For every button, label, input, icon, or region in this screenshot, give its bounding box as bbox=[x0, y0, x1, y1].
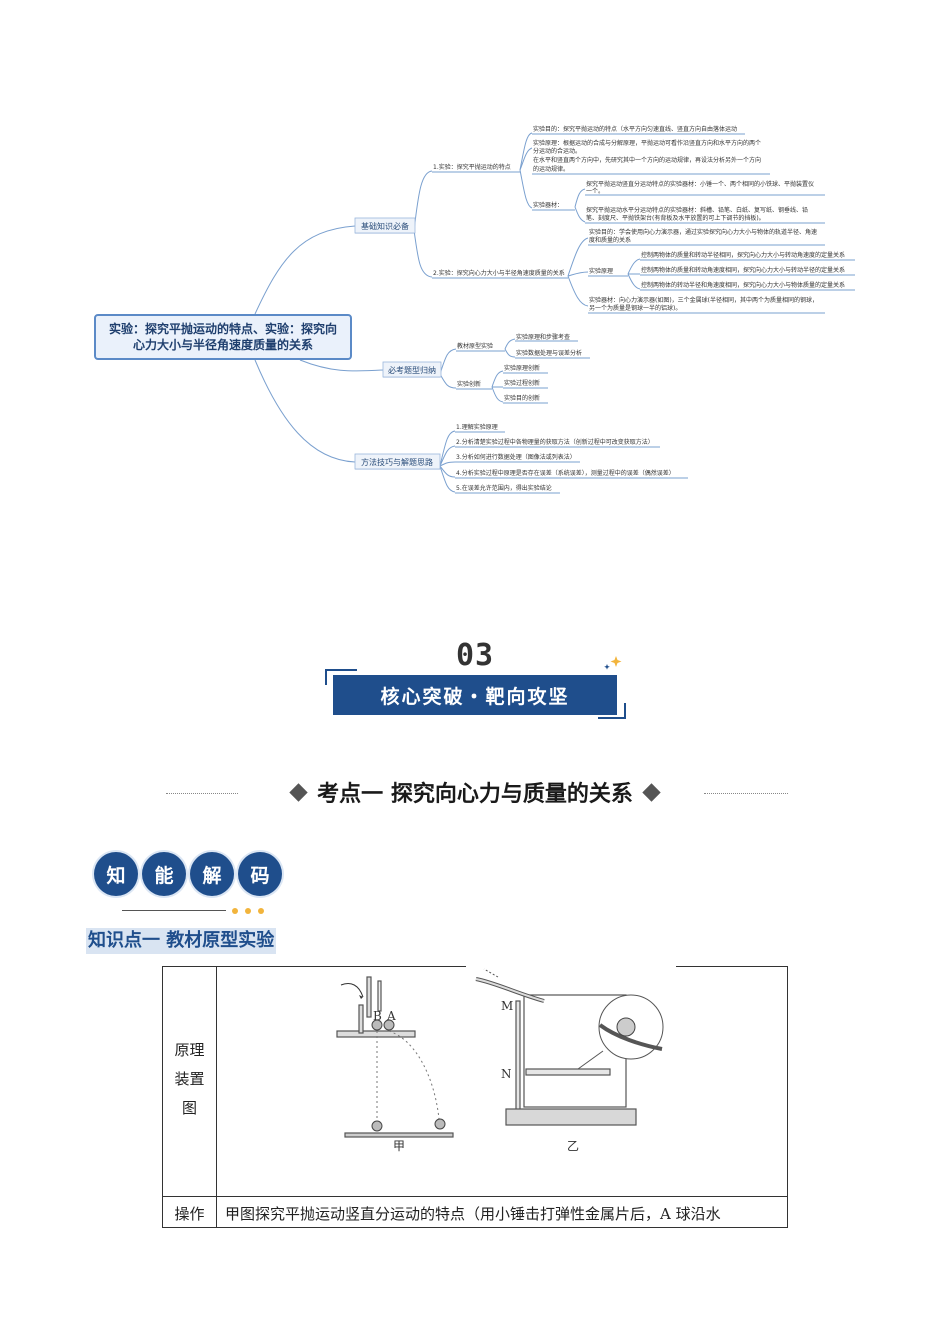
exp2-principle-label: 实验原理 bbox=[589, 267, 613, 275]
diamond-icon bbox=[289, 782, 308, 802]
exp1-equip-label: 实验器材： bbox=[533, 201, 563, 209]
branch-basics: 基础知识必备 bbox=[361, 221, 409, 231]
kp-rule-right bbox=[704, 793, 788, 794]
branch-methods: 方法技巧与解题思路 bbox=[361, 457, 433, 467]
method-1: 1.理解实验原理 bbox=[456, 423, 498, 431]
badge-zhi: 知 bbox=[94, 852, 138, 896]
row1-label-2: 装置 bbox=[174, 1070, 205, 1088]
figure-a-apparatus bbox=[336, 976, 454, 1138]
exp2-equip-a: 实验器材：向心力演示器(如图)，三个金属球(半径相同，其中两个为质量相同的钢球， bbox=[589, 296, 818, 304]
type-textbook-1: 实验原理和步骤考查 bbox=[516, 333, 570, 341]
banner-corner-br bbox=[598, 703, 626, 719]
type-innovation: 实验创新 bbox=[457, 380, 481, 388]
method-3: 3.分析如何进行数据处理（图像法或列表法） bbox=[456, 453, 576, 461]
method-4: 4.分析实验过程中原理是否存在误差（系统误差），测量过程中的误差（偶然误差） bbox=[456, 469, 675, 477]
type-textbook: 教材原型实验 bbox=[457, 342, 493, 350]
method-5: 5.在误差允许范围内，得出实验结论 bbox=[456, 484, 552, 492]
type-textbook-2: 实验数据处理与误差分析 bbox=[516, 349, 582, 357]
exp1-principle-4: 的运动规律。 bbox=[533, 165, 569, 173]
exp1-equip-1b: 一个。 bbox=[586, 188, 604, 195]
operation-text: 甲图探究平抛运动竖直分运动的特点（用小锤击打弹性金属片后，A 球沿水 bbox=[225, 1205, 721, 1223]
mind-map-root: 实验：探究平抛运动的特点、实验：探究向心力大小与半径角速度质量的关系 bbox=[94, 314, 352, 360]
type-innovation-2: 实验过程创新 bbox=[504, 379, 540, 387]
dot-icon bbox=[232, 908, 238, 914]
branch-question-types: 必考题型归纳 bbox=[388, 365, 436, 375]
fig-b-caption: 乙 bbox=[567, 1139, 580, 1153]
exp1-principle-3: 在水平和竖直两个方向中，先研究其中一个方向的运动规律，再设法分析另外一个方向 bbox=[533, 156, 761, 164]
exp1-purpose: 实验目的：探究平抛运动的特点（水平方向匀速直线、竖直方向自由落体运动 bbox=[533, 125, 737, 133]
knowledge-point-title: 知识点一 教材原型实验 bbox=[86, 928, 277, 954]
banner-corner-tl bbox=[325, 669, 357, 685]
badge-neng: 能 bbox=[142, 852, 186, 896]
type-innovation-3: 实验目的创新 bbox=[504, 394, 540, 402]
dot-icon bbox=[245, 908, 251, 914]
exp1-equip-2b: 笔、刻度尺、平抛铁架台(有背板及水平放置的可上下调节的挡板)。 bbox=[586, 214, 765, 222]
figure-b-apparatus bbox=[466, 965, 676, 1126]
fig-a-caption: 甲 bbox=[393, 1139, 406, 1153]
exp1-label: 1.实验：探究平抛运动的特点 bbox=[433, 163, 511, 171]
badge-ma: 码 bbox=[238, 852, 282, 896]
badge-jie: 解 bbox=[190, 852, 234, 896]
section-banner-label: 核心突破・靶向攻坚 bbox=[380, 685, 570, 708]
type-innovation-1: 实验原理创新 bbox=[504, 364, 540, 372]
row1-label-1: 原理 bbox=[174, 1041, 205, 1059]
key-point-title-text: 考点一 探究向心力与质量的关系 bbox=[317, 782, 633, 807]
section-banner: 核心突破・靶向攻坚 bbox=[333, 675, 617, 715]
mind-map-root-label: 实验：探究平抛运动的特点、实验：探究向心力大小与半径角速度质量的关系 bbox=[108, 322, 337, 352]
exp2-principle-1: 控制两物体的质量和转动半径相同，探究向心力大小与转动角速度的定量关系 bbox=[641, 251, 845, 259]
exp2-principle-3: 控制两物体的转动半径和角速度相同，探究向心力大小与物体质量的定量关系 bbox=[641, 281, 845, 289]
key-point-title: 考点一 探究向心力与质量的关系 bbox=[240, 776, 710, 808]
method-2: 2.分析清楚实验过程中各物理量的获取方法（创新过程中可改变获取方法） bbox=[456, 438, 654, 446]
exp1-principle-1: 实验原理：根据运动的合成与分解原理，平抛运动可看作沿竖直方向和水平方向的两个 bbox=[533, 139, 761, 147]
dot-icon bbox=[258, 908, 264, 914]
fig-b-label-m: M bbox=[501, 999, 514, 1013]
exp2-purpose-b: 度和质量的关系 bbox=[589, 236, 631, 244]
row2-label: 操作 bbox=[174, 1205, 205, 1223]
exp2-purpose-a: 实验目的：学会使用向心力演示器，通过实验探究向心力大小与物体的轨道半径、角速 bbox=[589, 228, 817, 236]
exp2-label: 2.实验：探究向心力大小与半径角速度质量的关系 bbox=[433, 269, 565, 277]
fig-b-label-n: N bbox=[501, 1067, 512, 1081]
diamond-icon bbox=[642, 782, 661, 802]
row1-label-3: 图 bbox=[181, 1099, 197, 1117]
exp1-equip-1a: 探究平抛运动竖直分运动特点的实验器材：小锤一个、两个相同的小铁球、平抛装置仪 bbox=[586, 180, 814, 188]
section-number: 03 bbox=[455, 638, 495, 673]
experiment-table: 原理 装置 图 操作 甲图探究平抛运动竖直分运动的特点（用小锤击打弹性金属片后，… bbox=[162, 965, 788, 1228]
exp2-equip-b: 另一个为质量是钢球一半的铝球)。 bbox=[589, 304, 681, 312]
mind-map: 基础知识必备 必考题型归纳 方法技巧与解题思路 1.实验：探究平抛运动的特点 实… bbox=[254, 125, 855, 494]
fig-a-label-b: B bbox=[373, 1009, 382, 1023]
badge-underline bbox=[122, 910, 226, 911]
exp2-principle-2: 控制两物体的质量和转动角速度相同，探究向心力大小与转动半径的定量关系 bbox=[641, 266, 845, 274]
sparkle-icon bbox=[604, 656, 622, 670]
exp1-equip-2a: 探究平抛运动水平分运动特点的实验器材：斜槽、铅笔、白纸、复写纸、钢垂线、铅 bbox=[586, 206, 808, 214]
fig-a-label-a: A bbox=[387, 1009, 396, 1023]
exp1-principle-2: 分运动的合运动。 bbox=[533, 147, 581, 155]
kp-rule-left bbox=[166, 793, 238, 794]
